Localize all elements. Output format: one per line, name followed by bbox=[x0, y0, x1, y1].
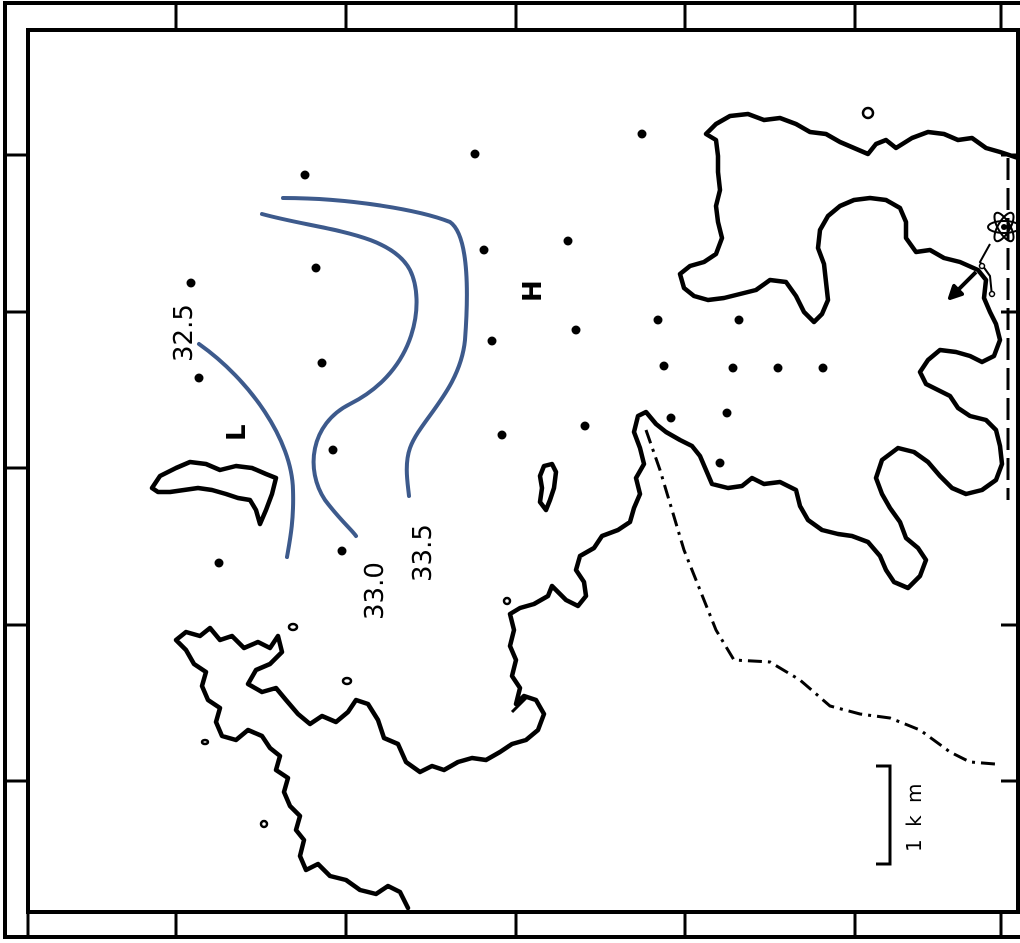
sampling-stations bbox=[186, 129, 828, 568]
map-outer-frame bbox=[3, 1, 1020, 939]
contour-32-5 bbox=[197, 342, 296, 559]
station-dot bbox=[734, 315, 744, 325]
station-dot bbox=[317, 358, 327, 368]
station-dot bbox=[666, 413, 676, 423]
station-dot bbox=[300, 170, 310, 180]
station-dot bbox=[715, 458, 725, 468]
nuclear-power-plant-icon bbox=[987, 211, 1020, 243]
station-dot bbox=[659, 361, 669, 371]
scale-bar-label: 1 k m bbox=[902, 780, 926, 852]
low-marker-label: L bbox=[222, 424, 252, 441]
station-dot bbox=[194, 373, 204, 383]
station-dot bbox=[773, 363, 783, 373]
station-dot bbox=[470, 149, 480, 159]
station-dot bbox=[214, 558, 224, 568]
station-dot bbox=[653, 315, 663, 325]
left-ticks bbox=[5, 153, 28, 783]
contour-33-5 bbox=[281, 196, 469, 498]
island-central bbox=[537, 461, 559, 513]
island-west bbox=[149, 459, 279, 527]
station-dot bbox=[571, 325, 581, 335]
station-dot bbox=[311, 263, 321, 273]
islet bbox=[200, 738, 210, 746]
islet bbox=[861, 106, 875, 120]
jetty bbox=[510, 696, 528, 714]
contour-label-33-5: 33.5 bbox=[408, 524, 438, 582]
high-marker-label: H bbox=[518, 280, 548, 302]
station-dot bbox=[186, 278, 196, 288]
islet bbox=[341, 676, 353, 686]
boundary-line bbox=[644, 429, 996, 766]
islet bbox=[502, 596, 512, 606]
islet bbox=[259, 819, 269, 829]
station-dot bbox=[728, 363, 738, 373]
station-dot bbox=[722, 408, 732, 418]
station-dot bbox=[487, 336, 497, 346]
station-dot bbox=[337, 546, 347, 556]
contour-label-32-5: 32.5 bbox=[169, 304, 199, 362]
station-dot bbox=[580, 421, 590, 431]
station-dot bbox=[479, 245, 489, 255]
station-dot bbox=[328, 445, 338, 455]
station-dot bbox=[637, 129, 647, 139]
isohaline-contours bbox=[197, 196, 469, 559]
islet bbox=[287, 622, 299, 632]
top-ticks bbox=[174, 3, 1003, 30]
station-dot bbox=[563, 236, 573, 246]
station-dot bbox=[818, 363, 828, 373]
bottom-ticks bbox=[26, 912, 1003, 937]
contour-33-0 bbox=[260, 212, 419, 538]
coastline-main bbox=[173, 111, 1020, 911]
contour-label-33-0: 33.0 bbox=[360, 562, 390, 620]
map-inner-frame bbox=[26, 28, 1020, 914]
station-dot bbox=[497, 430, 507, 440]
scale-bar: 1 k m bbox=[876, 764, 926, 866]
discharge-outlet-arrow-icon bbox=[948, 243, 996, 300]
